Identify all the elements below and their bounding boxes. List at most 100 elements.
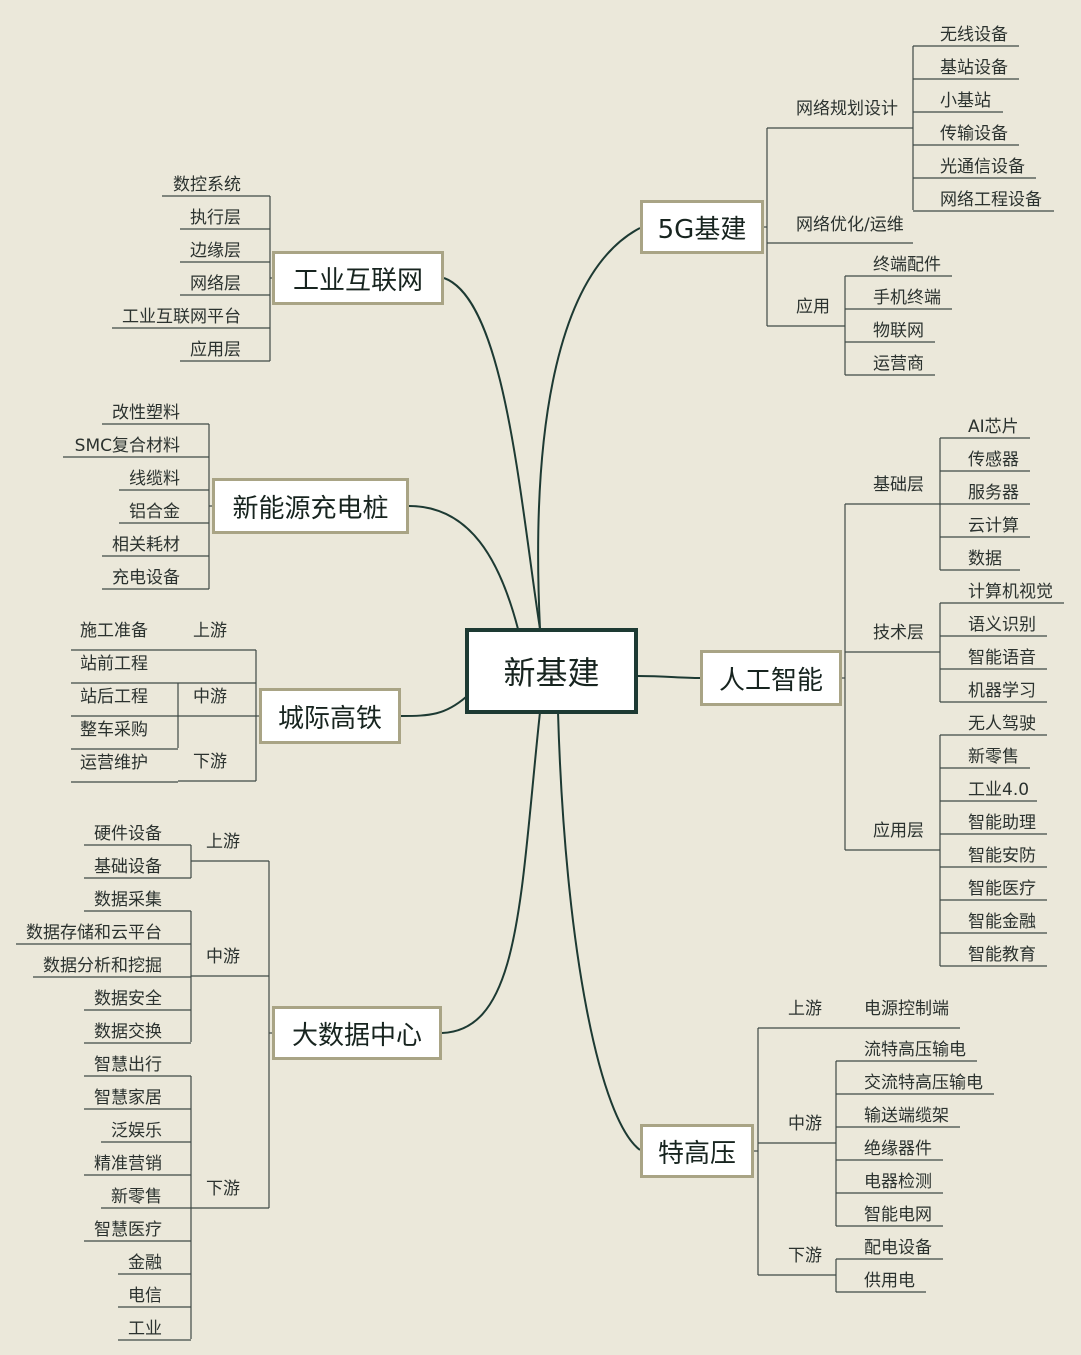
ai-app-item-4: 智能安防 [968,846,1036,866]
uhv-mid-item-5: 智能电网 [864,1205,932,1225]
bigdata-down-item-3: 精准营销 [94,1154,162,1174]
node-bigdata[interactable]: 大数据中心 [272,1006,442,1060]
ai-app-item-3: 智能助理 [968,813,1036,833]
branch-curve-bigdata [441,711,541,1034]
rail-item-4: 运营维护 [80,753,148,773]
iiot-item-0: 数控系统 [173,175,241,195]
bigdata-sub-mid: 中游 [206,947,240,967]
bigdata-mid-item-1: 数据存储和云平台 [26,923,162,943]
iiot-item-3: 网络层 [190,274,241,294]
bigdata-sub-down: 下游 [206,1179,240,1199]
ai-base-item-3: 云计算 [968,516,1019,536]
bigdata-down-item-7: 电信 [128,1286,162,1306]
branch-curve-ev [408,505,519,630]
ev-item-5: 充电设备 [112,568,180,588]
ai-sub-base: 基础层 [873,475,924,495]
ev-item-2: 线缆料 [129,469,180,489]
ev-item-4: 相关耗材 [112,535,180,555]
uhv-mid-item-4: 电器检测 [864,1172,932,1192]
5g-app-item-1: 手机终端 [873,288,941,308]
ai-tech-item-2: 智能语音 [968,648,1036,668]
node-rail[interactable]: 城际高铁 [259,688,401,744]
root-node[interactable]: 新基建 [465,628,638,714]
uhv-down-item-1: 供用电 [864,1271,915,1291]
5g-app-item-3: 运营商 [873,354,924,374]
5g-planning-item-5: 网络工程设备 [940,190,1042,210]
5g-planning-item-2: 小基站 [940,91,991,111]
branch-curve-rail [400,696,467,717]
ai-tech-item-0: 计算机视觉 [968,582,1053,602]
ai-base-item-4: 数据 [968,549,1002,569]
bigdata-sub-up: 上游 [206,832,240,852]
bigdata-mid-item-3: 数据安全 [94,989,162,1009]
bigdata-down-item-2: 泛娱乐 [111,1121,162,1141]
branch-curve-uhv [557,711,641,1151]
rail-stage-down: 下游 [193,752,227,772]
node-ev[interactable]: 新能源充电桩 [212,478,409,534]
rail-stage-mid: 中游 [193,687,227,707]
uhv-sub-up: 上游 [788,999,822,1019]
bigdata-down-item-4: 新零售 [111,1187,162,1207]
uhv-up-item-0: 电源控制端 [864,999,949,1019]
rail-item-1: 站前工程 [80,654,148,674]
branch-curve-5g [537,227,641,630]
ai-app-item-5: 智能医疗 [968,879,1036,899]
bigdata-up-item-1: 基础设备 [94,857,162,877]
bigdata-down-item-0: 智慧出行 [94,1055,162,1075]
uhv-mid-item-3: 绝缘器件 [864,1139,932,1159]
ai-base-item-1: 传感器 [968,450,1019,470]
node-5g[interactable]: 5G基建 [640,200,764,254]
bigdata-down-item-6: 金融 [128,1253,162,1273]
node-iiot[interactable]: 工业互联网 [272,251,444,305]
bigdata-mid-item-0: 数据采集 [94,890,162,910]
rail-stage-up: 上游 [193,621,227,641]
bigdata-up-item-0: 硬件设备 [94,824,162,844]
node-uhv[interactable]: 特高压 [640,1124,754,1178]
5g-app-item-0: 终端配件 [873,255,941,275]
bigdata-down-item-5: 智慧医疗 [94,1220,162,1240]
branch-curve-ai [637,675,701,679]
ai-app-item-1: 新零售 [968,747,1019,767]
ai-sub-tech: 技术层 [873,623,924,643]
rail-item-0: 施工准备 [80,621,148,641]
5g-sub-app: 应用 [796,297,830,317]
5g-planning-item-0: 无线设备 [940,25,1008,45]
node-ai[interactable]: 人工智能 [700,650,842,706]
rail-item-3: 整车采购 [80,720,148,740]
uhv-mid-item-0: 流特高压输电 [864,1040,966,1060]
ai-tech-item-3: 机器学习 [968,681,1036,701]
5g-sub-planning: 网络规划设计 [796,99,898,119]
bigdata-mid-item-2: 数据分析和挖掘 [43,956,162,976]
ai-app-item-0: 无人驾驶 [968,714,1036,734]
5g-planning-item-4: 光通信设备 [940,157,1025,177]
uhv-sub-down: 下游 [788,1246,822,1266]
ai-sub-app: 应用层 [873,821,924,841]
ev-item-3: 铝合金 [129,502,180,522]
5g-planning-item-1: 基站设备 [940,58,1008,78]
uhv-sub-mid: 中游 [788,1114,822,1134]
ai-app-item-6: 智能金融 [968,912,1036,932]
ev-item-1: SMC复合材料 [74,436,180,456]
rail-item-2: 站后工程 [80,687,148,707]
branch-curve-iiot [443,277,541,630]
uhv-mid-item-2: 输送端缆架 [864,1106,949,1126]
iiot-item-1: 执行层 [190,208,241,228]
iiot-item-2: 边缘层 [190,241,241,261]
iiot-item-4: 工业互联网平台 [122,307,241,327]
ev-item-0: 改性塑料 [112,403,180,423]
5g-app-item-2: 物联网 [873,321,924,341]
bigdata-down-item-1: 智慧家居 [94,1088,162,1108]
bigdata-mid-item-4: 数据交换 [94,1022,162,1042]
ai-app-item-7: 智能教育 [968,945,1036,965]
5g-sub-ops: 网络优化/运维 [796,215,904,235]
ai-base-item-2: 服务器 [968,483,1019,503]
iiot-item-5: 应用层 [190,340,241,360]
ai-tech-item-1: 语义识别 [968,615,1036,635]
uhv-mid-item-1: 交流特高压输电 [864,1073,983,1093]
ai-app-item-2: 工业4.0 [968,780,1030,800]
uhv-down-item-0: 配电设备 [864,1238,932,1258]
ai-base-item-0: AI芯片 [968,417,1019,437]
5g-planning-item-3: 传输设备 [940,124,1008,144]
